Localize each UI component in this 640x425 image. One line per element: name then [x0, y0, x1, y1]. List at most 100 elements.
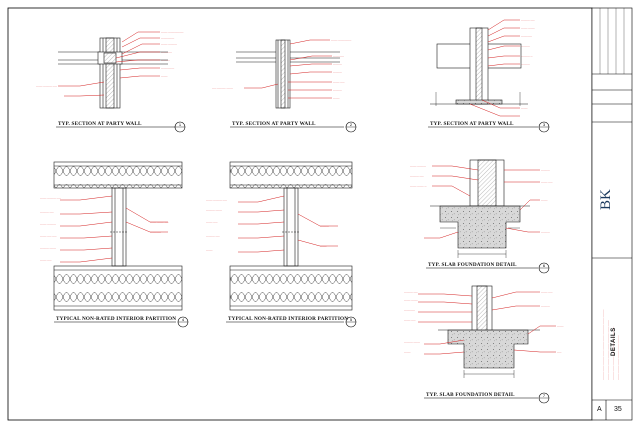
- svg-text:——— ——————: ——— ——————: [331, 40, 352, 42]
- svg-text:————: ————: [320, 226, 330, 228]
- svg-text:——— ——: ——— ——: [40, 260, 52, 262]
- detail-1-title: TYP. SECTION AT PARTY WALL: [58, 121, 142, 127]
- svg-text:———: ———: [521, 108, 528, 110]
- svg-text:——— ———— ——: ——— ———— ——: [206, 200, 228, 202]
- detail-3-leaders: [469, 19, 520, 117]
- sheet-number: 35: [614, 406, 622, 413]
- svg-text:————: ————: [161, 60, 171, 62]
- detail-1-party-wall-section: [58, 37, 168, 109]
- svg-text:———: ———: [161, 76, 168, 78]
- svg-text:——— ———— ——— ———— ——— ————— ——: ——— ———— ——— ———— ——— ————— ——— ———: [608, 320, 610, 380]
- svg-text:——— ——— ——: ——— ——— ——: [150, 222, 170, 224]
- sheet-title: DETAILS: [611, 327, 617, 356]
- svg-text:—————: —————: [521, 36, 533, 38]
- svg-text:——— ————: ——— ————: [410, 166, 427, 168]
- svg-text:————: ————: [333, 64, 343, 66]
- detail-6-ref-number: 6: [543, 263, 546, 268]
- detail-4-title: TYPICAL NON-RATED INTERIOR PARTITION: [56, 316, 177, 322]
- svg-text:——— ——: ——— ——: [404, 320, 416, 322]
- detail-4-ref-number: 4: [182, 317, 185, 322]
- revision-letter: A: [597, 406, 602, 413]
- svg-text:————: ————: [333, 90, 343, 92]
- detail-4-interior-partition: [53, 161, 183, 311]
- svg-text:——— ———— ——: ——— ———— ——: [36, 86, 58, 88]
- svg-text:———— —: ———— —: [521, 56, 533, 58]
- svg-text:—————: —————: [161, 52, 173, 54]
- detail-1-leaders: [58, 31, 160, 97]
- svg-text:———— ——— ———— ——— ———— ——— ———: ———— ——— ———— ——— ———— ——— ————— ——— ———…: [603, 310, 605, 380]
- svg-text:————: ————: [541, 306, 551, 308]
- svg-text:————: ————: [541, 232, 551, 234]
- svg-text:———— ———: ———— ———: [404, 342, 421, 344]
- detail-2-ref-number: 2: [350, 122, 353, 127]
- detail-5-ref-number: 5: [350, 317, 353, 322]
- svg-text:———: ———: [404, 352, 411, 354]
- svg-text:——————: ——————: [161, 68, 175, 70]
- detail-7-title: TYP. SLAB FOUNDATION DETAIL: [426, 392, 515, 398]
- svg-text:———: ———: [206, 250, 213, 252]
- svg-text:———— ——: ———— ——: [521, 20, 536, 22]
- svg-text:————: ————: [333, 72, 343, 74]
- svg-text:——— ——: ——— ——: [541, 182, 553, 184]
- svg-text:——— ————: ——— ————: [40, 224, 57, 226]
- detail-6-title: TYP. SLAB FOUNDATION DETAIL: [428, 262, 517, 268]
- detail-2-notes: ——— ——————————— ———————— ——— —————— ————…: [212, 40, 352, 100]
- svg-text:—————: —————: [333, 56, 345, 58]
- svg-text:———— ——: ———— ——: [206, 236, 221, 238]
- svg-text:——: ——: [557, 352, 562, 354]
- svg-text:———— ———: ———— ———: [206, 210, 223, 212]
- detail-6-notes: ——— ———— ———— —— ——— ——— — ———— ——— —— ——— …: [410, 166, 553, 234]
- svg-text:———: ———: [320, 246, 327, 248]
- svg-text:———— ——: ———— ——: [410, 176, 425, 178]
- detail-6-leaders: [424, 165, 540, 239]
- svg-text:——— ———— ——— ———— ——— ————: ——— ———— ——— ———— ——— ————: [618, 335, 620, 380]
- detail-4-leaders: [60, 195, 168, 263]
- detail-7-leaders: [418, 291, 556, 355]
- detail-7-slab-foundation: [438, 285, 540, 378]
- title-block-notes: ———— ——— ———— ——— ———— ——— ————— ——— ———…: [603, 310, 620, 380]
- svg-text:——— ———: ——— ———: [404, 300, 419, 302]
- detail-7-notes: ———— ————— ——— ———————— —— ———— —————— —…: [404, 292, 564, 354]
- detail-3-party-wall-section: [430, 27, 528, 106]
- detail-1-notes: ——— ————————————— ——— ————————— ————————…: [36, 32, 184, 88]
- svg-text:———— ——— ———— ——— ———— ——— ———: ———— ——— ———— ——— ———— ——— ————: [613, 327, 615, 380]
- svg-text:———— ———: ———— ———: [40, 248, 57, 250]
- svg-text:——— ———: ——— ———: [521, 28, 536, 30]
- svg-text:——— ——— —: ——— ——— —: [410, 186, 427, 188]
- svg-text:—— ———— ———: —— ———— ———: [212, 88, 234, 90]
- detail-4-notes: ——— ———— —— ———— —— ——— ———— ——— —— —— ———…: [40, 198, 170, 262]
- svg-text:——— ——: ——— ——: [206, 222, 218, 224]
- detail-5-title: TYPICAL NON-RATED INTERIOR PARTITION: [228, 316, 349, 322]
- svg-text:——— ————: ——— ————: [161, 44, 178, 46]
- detail-3-notes: ———— ————— ——— ————————— ———— ————— ———: [521, 20, 536, 110]
- svg-text:———— ——: ———— ——: [404, 292, 419, 294]
- firm-logo: BK: [598, 189, 614, 210]
- detail-2-party-wall-section: [236, 39, 340, 109]
- detail-2-leaders: [244, 39, 332, 99]
- svg-text:————: ————: [521, 46, 531, 48]
- detail-6-slab-foundation: [430, 159, 530, 258]
- svg-text:——— ——: ——— ——: [333, 82, 345, 84]
- svg-text:————: ————: [521, 64, 531, 66]
- detail-1-ref-number: 1: [179, 122, 182, 127]
- detail-2-title: TYP. SECTION AT PARTY WALL: [232, 121, 316, 127]
- svg-text:——————: ——————: [161, 38, 175, 40]
- svg-text:——— ———— ——: ——— ———— ——: [40, 198, 62, 200]
- svg-text:—————: —————: [404, 310, 416, 312]
- svg-text:————: ————: [541, 170, 551, 172]
- svg-text:———: ———: [333, 98, 340, 100]
- svg-text:———— ——: ———— ——: [40, 212, 55, 214]
- svg-text:——— ——: ——— ——: [541, 292, 553, 294]
- svg-text:———: ———: [557, 326, 564, 328]
- detail-5-leaders: [238, 195, 338, 253]
- svg-text:——— —— ——: ——— —— ——: [40, 236, 57, 238]
- detail-5-interior-partition: [229, 161, 353, 311]
- svg-text:—————: —————: [150, 232, 162, 234]
- detail-3-title: TYP. SECTION AT PARTY WALL: [430, 121, 514, 127]
- detail-3-ref-number: 3: [543, 122, 546, 127]
- detail-7-ref-number: 7: [543, 393, 546, 398]
- svg-text:———: ———: [541, 200, 548, 202]
- svg-text:——— ———————: ——— ———————: [161, 32, 184, 34]
